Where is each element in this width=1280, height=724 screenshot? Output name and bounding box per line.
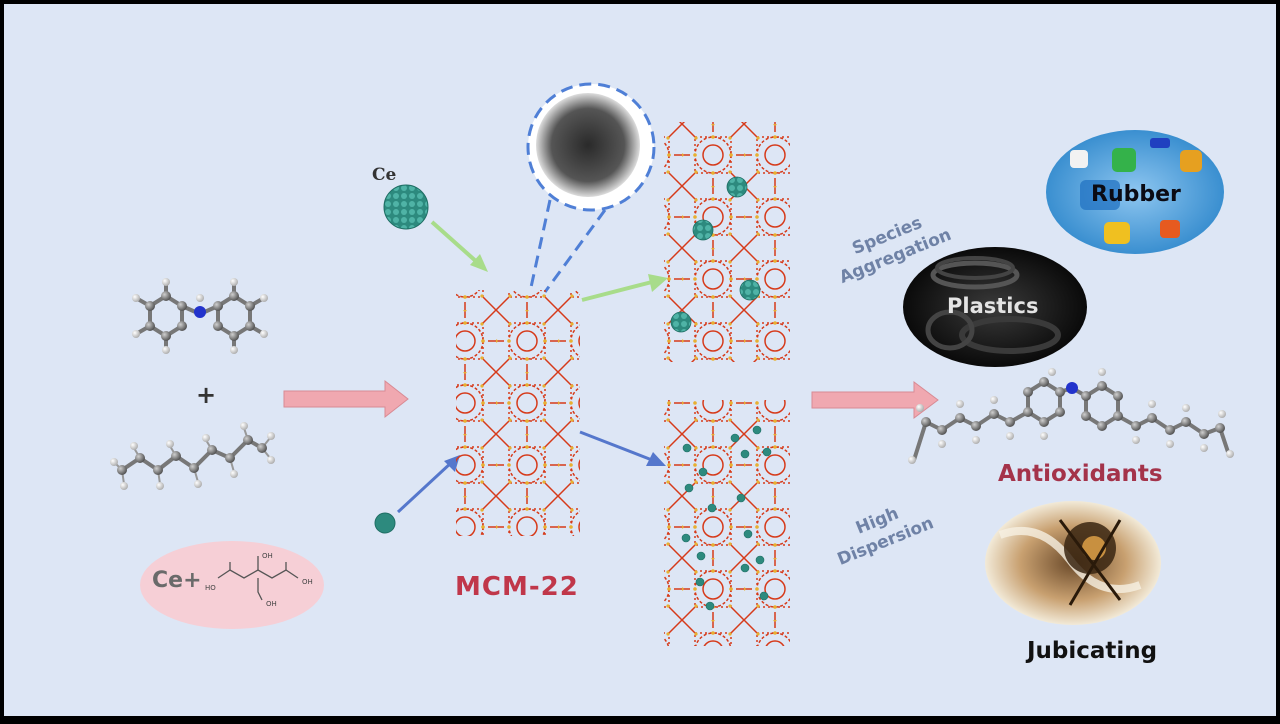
tem-callout-line-1 — [528, 199, 552, 293]
lubricating-image — [985, 501, 1161, 625]
dispersed-framework — [664, 400, 790, 646]
mcm22-label: MCM-22 — [455, 572, 579, 602]
green-arrow-out — [581, 280, 653, 302]
ce-plus-label: Ce+ — [152, 568, 202, 593]
blue-arrow-out-head — [646, 452, 666, 466]
tem-callout-line-2 — [543, 209, 607, 293]
citric-acid-structure — [217, 556, 299, 601]
antioxidants-label: Antioxidants — [998, 461, 1163, 487]
diphenylamine-molecule — [132, 278, 268, 354]
pink-arrow-left — [283, 379, 409, 419]
pink-arrow-right — [811, 381, 939, 419]
mcm22-framework — [456, 290, 580, 536]
blue-arrow-out — [579, 430, 653, 462]
citric-oh-bottom: OH — [266, 600, 277, 608]
citric-oh-right: OH — [302, 578, 313, 586]
ce-cluster-label: Ce — [372, 165, 397, 185]
aggregated-ce-clusters — [670, 176, 761, 333]
ce-citrate-ellipse — [140, 541, 324, 629]
plastics-label: Plastics — [947, 294, 1039, 318]
citric-ho-left: HO — [205, 584, 216, 592]
green-arrow-in-head — [470, 254, 488, 272]
green-arrow-out-head — [648, 274, 668, 292]
rubber-label: Rubber — [1091, 182, 1181, 207]
ce-cluster-icon — [383, 184, 429, 230]
green-arrow-in — [430, 220, 480, 265]
antioxidant-molecule — [908, 368, 1234, 464]
plastics-image — [903, 247, 1087, 367]
jubicating-label: Jubicating — [1027, 638, 1158, 664]
ce-atom-icon — [374, 512, 396, 534]
rubber-image — [1046, 130, 1224, 254]
dispersed-ce-atoms — [681, 425, 772, 611]
blue-arrow-in — [396, 460, 454, 514]
citric-oh-top: OH — [262, 552, 273, 560]
plus-sign: + — [196, 381, 216, 409]
alkene-chain-molecule — [110, 422, 275, 490]
tem-particle — [536, 93, 640, 197]
